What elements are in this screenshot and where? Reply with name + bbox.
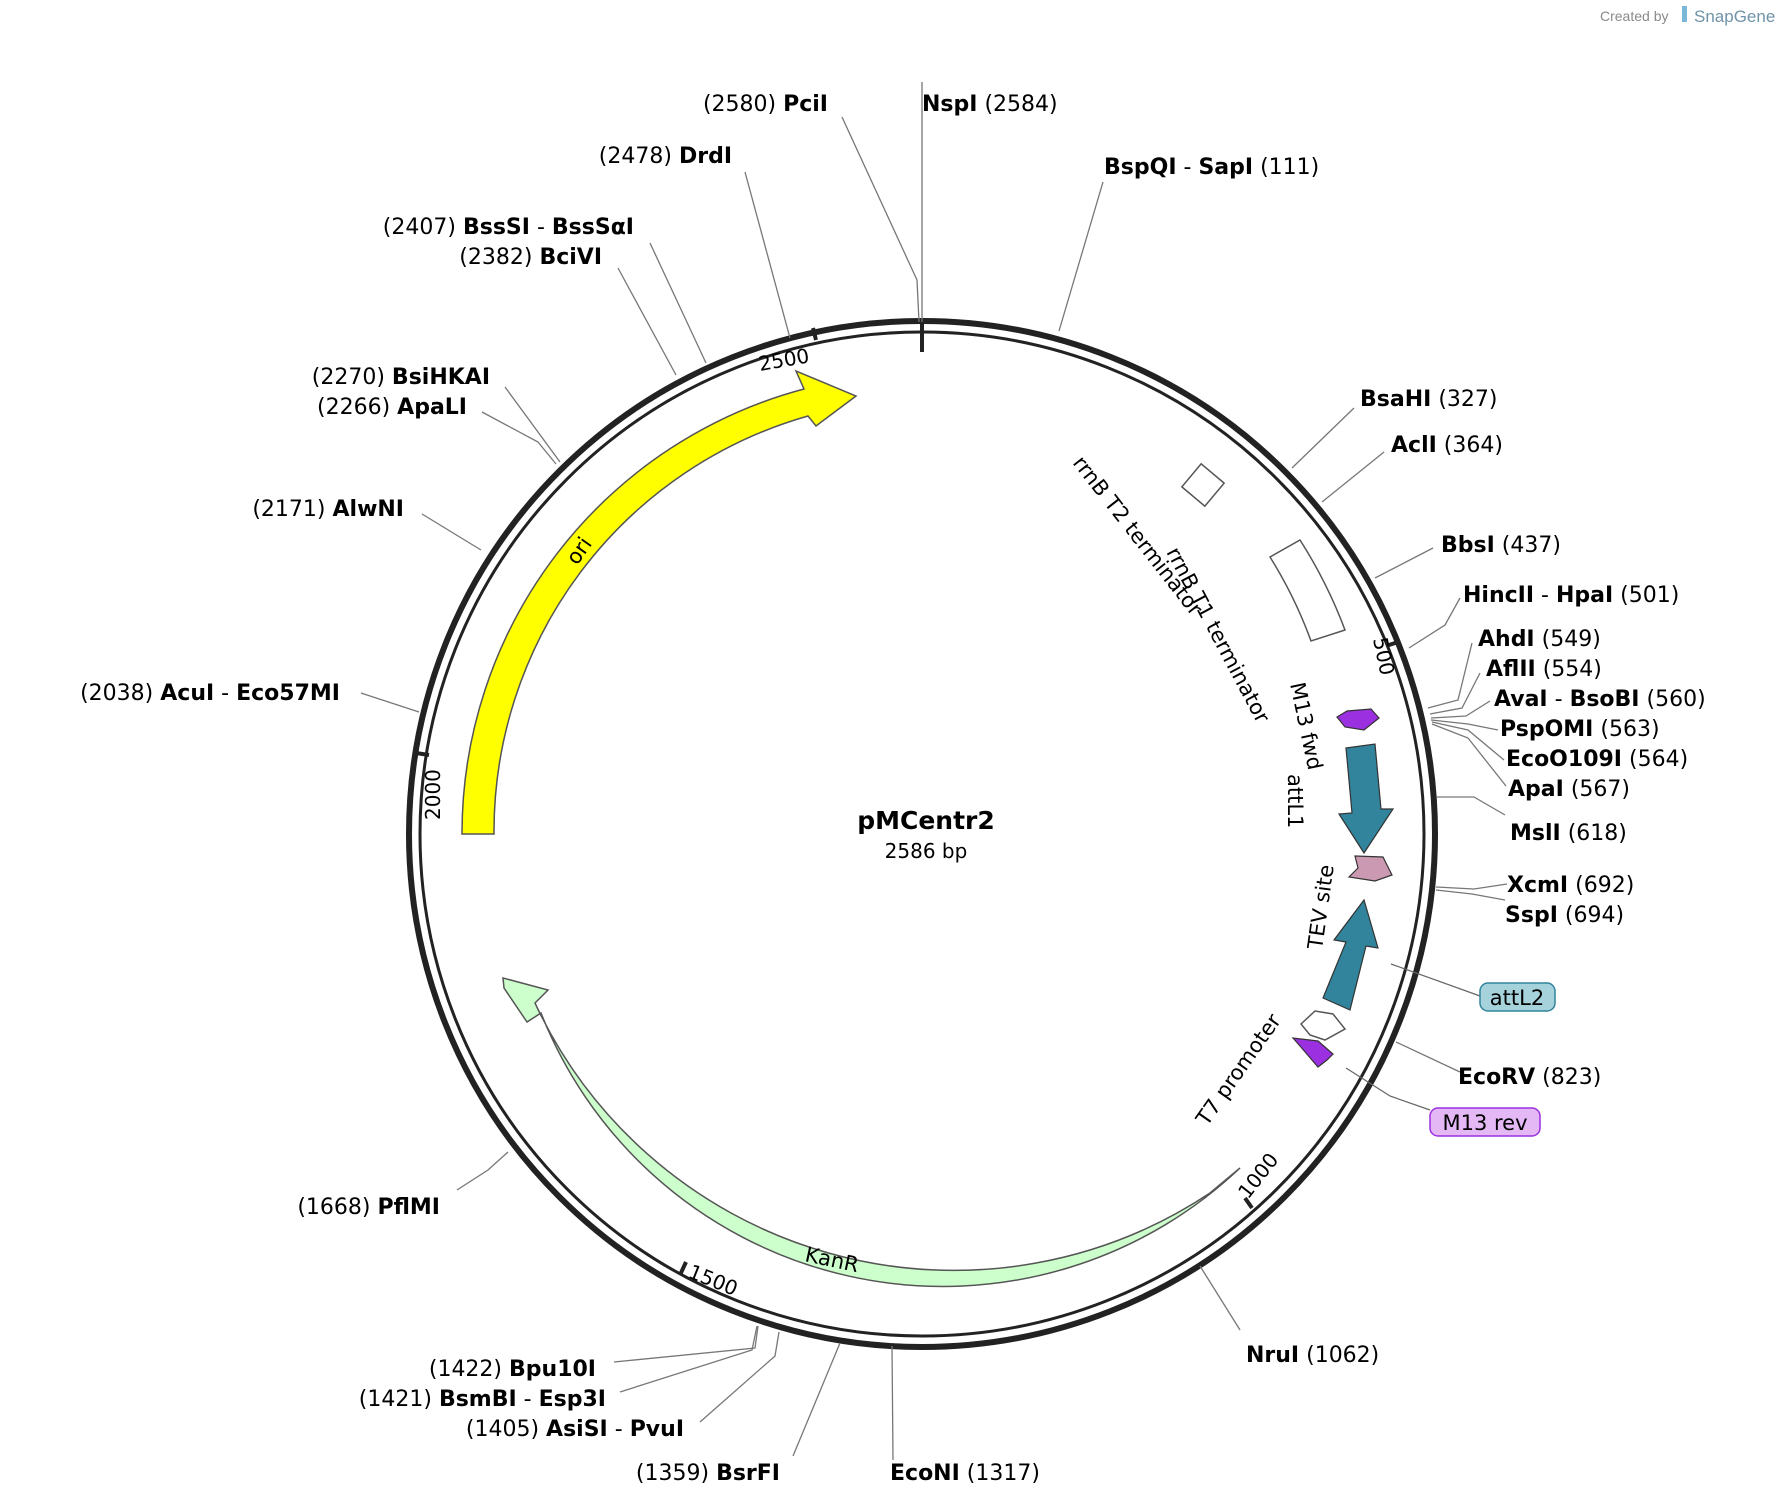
plasmid-name: pMCentr2 — [857, 806, 995, 835]
m13-rev-leader — [1345, 1067, 1391, 1097]
site-aflii: AflII (554) — [1486, 657, 1602, 682]
leader-bsmbi — [619, 1325, 758, 1393]
tev-site-arrow — [1347, 855, 1393, 882]
site-hincii: HincII - HpaI (501) — [1463, 583, 1679, 608]
tick-500 — [1385, 640, 1399, 648]
credit-prefix: Created by — [1600, 8, 1668, 24]
site-eco0109i: EcoO109I (564) — [1506, 747, 1688, 772]
leader-aflii — [1429, 672, 1481, 715]
leader-pflmi — [456, 1151, 509, 1191]
tick-label-2000: 2000 — [421, 769, 445, 820]
attl2-arrow — [1322, 898, 1379, 1011]
attl2-label: attL2 — [1490, 986, 1544, 1010]
leader-eco0109i — [1431, 721, 1505, 761]
leader-hincii — [1408, 597, 1461, 649]
site-bsrfi: (1359) BsrFI — [636, 1461, 780, 1486]
site-bspqi: BspQI - SapI (111) — [1104, 155, 1319, 180]
site-xcmi: XcmI (692) — [1507, 873, 1634, 898]
site-ecorv: EcoRV (823) — [1458, 1065, 1601, 1090]
site-msli: MslI (618) — [1510, 821, 1627, 846]
site-acui: (2038) AcuI - Eco57MI — [80, 681, 340, 706]
leader-ecorv — [1395, 1041, 1461, 1073]
credit-brand: SnapGene — [1694, 7, 1775, 26]
leader-ahdi — [1427, 642, 1473, 709]
attl1-label: attL1 — [1283, 774, 1307, 828]
tick-1000 — [1243, 1196, 1254, 1210]
leader-pcii — [841, 116, 920, 323]
leader-sspi — [1435, 889, 1506, 901]
site-bcivi: (2382) BciVI — [459, 245, 602, 270]
leader-bsrfi — [792, 1342, 841, 1457]
leader-bbsi — [1374, 547, 1434, 579]
site-labels: (2580) PciI NspI (2584) (2478) DrdI BspQ… — [80, 92, 1706, 1486]
tick-1500 — [678, 1261, 688, 1276]
site-bsssi: (2407) BssSI - BssSαI — [383, 215, 634, 240]
m13-rev-leader-2 — [1389, 1095, 1431, 1111]
site-drdi: (2478) DrdI — [599, 144, 732, 169]
site-ahdi: AhdI (549) — [1478, 627, 1601, 652]
attl1-arrow — [1337, 743, 1395, 855]
leader-avai — [1430, 700, 1491, 719]
site-acli: AclI (364) — [1391, 433, 1503, 458]
site-leaders — [360, 82, 1508, 1461]
site-apali: (2266) ApaLI — [317, 395, 467, 420]
m13-fwd-primer-arrow — [1336, 708, 1380, 731]
leader-msli — [1437, 796, 1506, 816]
m13-rev-label: M13 rev — [1442, 1111, 1527, 1135]
tick-2500 — [811, 327, 818, 341]
leader-xcmi — [1435, 883, 1508, 890]
rrnb-t1-terminator-label: rrnB T1 terminator — [1162, 543, 1275, 727]
leader-apai — [1431, 723, 1507, 787]
leader-drdi — [744, 171, 791, 339]
site-bsmbi: (1421) BsmBI - Esp3I — [359, 1387, 606, 1412]
m13-rev-label-box — [1429, 1107, 1541, 1137]
leader-apali — [481, 411, 557, 465]
rrnb-t2-terminator-box — [1180, 462, 1226, 508]
leader-bsahi — [1291, 407, 1355, 469]
kanr-label: KanR — [803, 1242, 861, 1277]
leader-bcivi — [617, 267, 677, 376]
leader-bsssi — [649, 242, 707, 364]
site-apai: ApaI (567) — [1508, 777, 1630, 802]
site-alwni: (2171) AlwNI — [252, 497, 404, 522]
site-bbsi: BbsI (437) — [1441, 533, 1561, 558]
site-pspomi: PspOMI (563) — [1500, 717, 1660, 742]
site-asisi: (1405) AsiSI - PvuI — [466, 1417, 684, 1442]
ori-arrow — [461, 369, 858, 835]
site-sspi: SspI (694) — [1505, 903, 1624, 928]
tev-site-label: TEV site — [1303, 863, 1339, 952]
kanr-arrow — [502, 976, 1241, 1288]
leader-pspomi — [1430, 719, 1499, 731]
tick-2000 — [415, 751, 430, 757]
leader-acui — [360, 692, 420, 713]
t7-promoter-label: T7 promoter — [1191, 1009, 1286, 1131]
t7-promoter-arrow — [1299, 1010, 1347, 1041]
attl2-leader — [1390, 963, 1481, 997]
leader-bspqi — [1058, 181, 1104, 332]
site-avai: AvaI - BsoBI (560) — [1494, 687, 1706, 712]
site-nspi: NspI (2584) — [922, 92, 1058, 117]
site-econi: EcoNI (1317) — [890, 1461, 1040, 1486]
leader-alwni — [421, 513, 482, 551]
site-pcii: (2580) PciI — [703, 92, 828, 117]
tick-label-1000: 1000 — [1233, 1148, 1283, 1203]
snapgene-logo-icon — [1682, 6, 1687, 22]
m13-fwd-label: M13 fwd — [1285, 680, 1327, 772]
site-pflmi: (1668) PflMI — [297, 1195, 440, 1220]
leader-econi — [891, 1345, 894, 1461]
site-bpu10i: (1422) Bpu10I — [429, 1357, 596, 1382]
leader-bsihkai — [504, 386, 561, 463]
site-bsihkai: (2270) BsiHKAI — [312, 365, 490, 390]
site-nrui: NruI (1062) — [1246, 1343, 1379, 1368]
attl2-label-box — [1479, 982, 1556, 1012]
leader-asisi — [699, 1331, 780, 1423]
rrnb-t1-terminator-box — [1268, 538, 1346, 642]
site-bsahi: BsaHI (327) — [1360, 387, 1497, 412]
plasmid-size: 2586 bp — [885, 839, 968, 863]
m13-rev-primer-arrow — [1291, 1037, 1334, 1068]
leader-nrui — [1199, 1265, 1241, 1331]
leader-acli — [1321, 451, 1385, 503]
leader-bpu10i — [613, 1325, 759, 1363]
